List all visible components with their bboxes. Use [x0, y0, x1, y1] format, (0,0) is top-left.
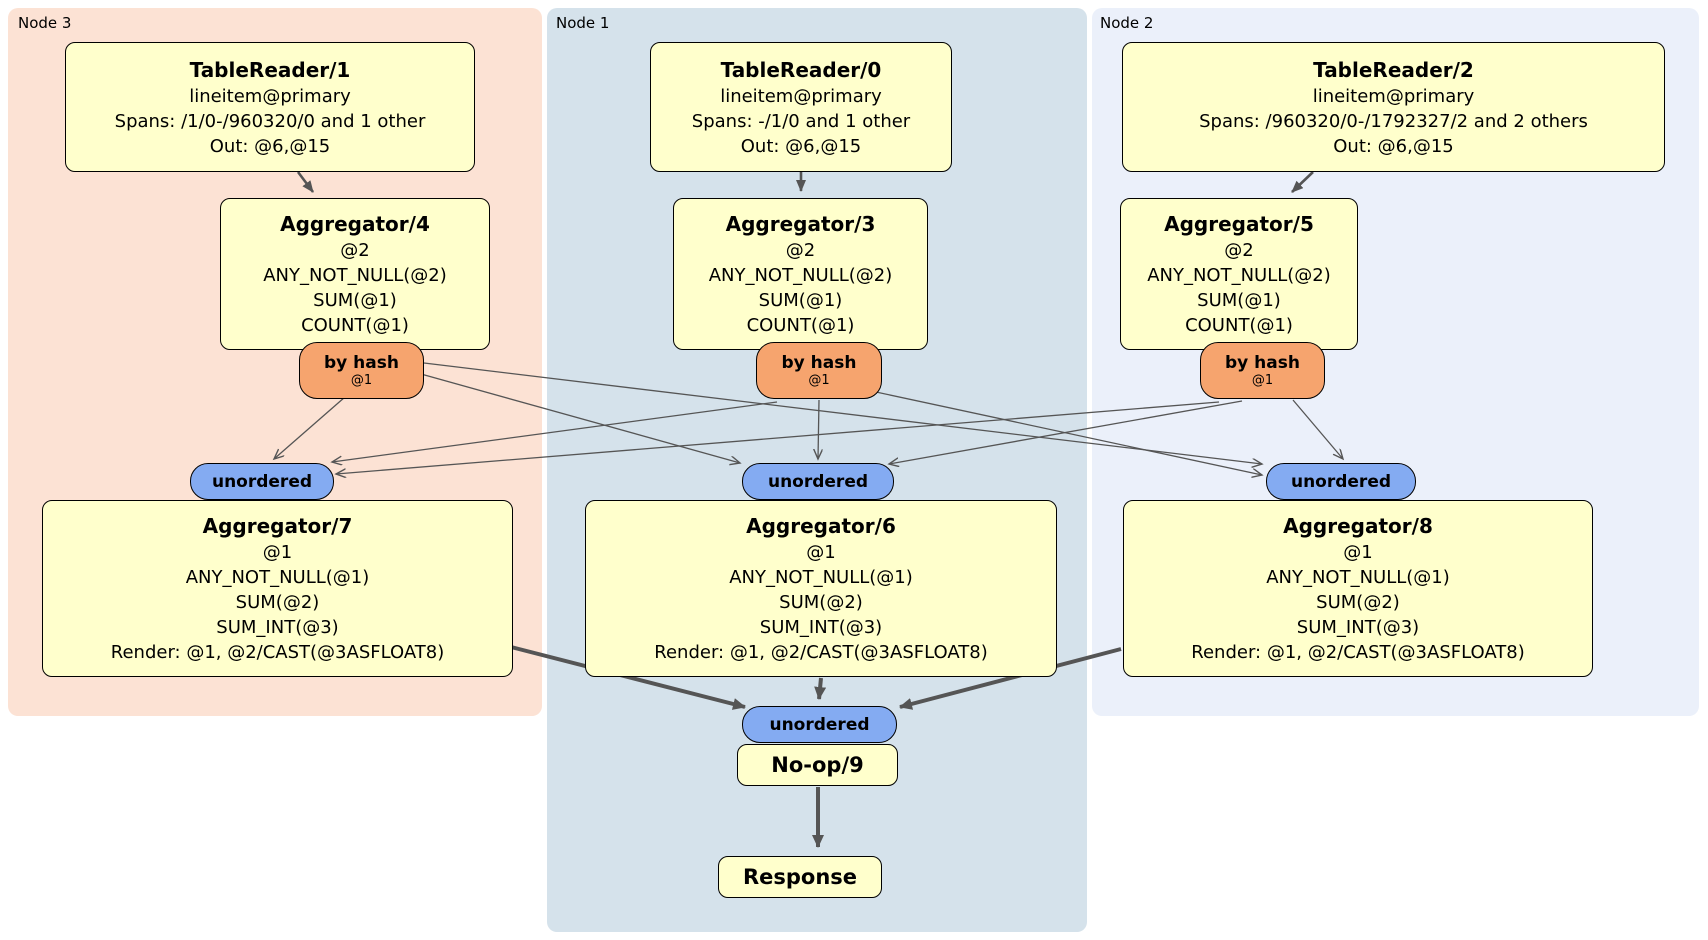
- noop-box: No-op/9: [737, 744, 898, 786]
- processor-index: lineitem@primary: [1312, 85, 1475, 107]
- router-label: by hash: [324, 352, 399, 373]
- agg-render: Render: @1, @2/CAST(@3ASFLOAT8): [654, 642, 988, 663]
- hash-router-node1: by hash @1: [756, 342, 882, 399]
- aggregator-6-box: Aggregator/6 @1 ANY_NOT_NULL(@1) SUM(@2)…: [585, 500, 1057, 677]
- table-reader-1-box: TableReader/1 lineitem@primary Spans: /1…: [65, 42, 475, 172]
- processor-title: Response: [742, 865, 858, 889]
- unordered-sync-final: unordered: [742, 706, 897, 743]
- agg-func: SUM(@2): [1316, 592, 1400, 613]
- processor-spans: Spans: /960320/0-/1792327/2 and 2 others: [1199, 110, 1588, 132]
- agg-func: ANY_NOT_NULL(@2): [263, 265, 447, 286]
- aggregator-8-box: Aggregator/8 @1 ANY_NOT_NULL(@1) SUM(@2)…: [1123, 500, 1593, 677]
- hash-router-node3: by hash @1: [299, 342, 424, 399]
- processor-title: TableReader/2: [1313, 57, 1474, 82]
- agg-func: SUM(@2): [235, 592, 320, 613]
- processor-out: Out: @6,@15: [740, 135, 862, 157]
- agg-group-col: @1: [1343, 542, 1373, 563]
- router-detail: @1: [808, 372, 830, 388]
- agg-func: ANY_NOT_NULL(@1): [729, 567, 913, 588]
- agg-func: SUM(@2): [779, 592, 863, 613]
- processor-title: Aggregator/8: [1283, 514, 1433, 538]
- aggregator-4-box: Aggregator/4 @2 ANY_NOT_NULL(@2) SUM(@1)…: [220, 198, 490, 350]
- agg-func: SUM(@1): [313, 290, 397, 311]
- sync-label: unordered: [769, 714, 870, 735]
- node3-region-label: Node 3: [18, 14, 72, 32]
- processor-title: Aggregator/5: [1164, 212, 1314, 236]
- agg-group-col: @2: [785, 240, 816, 261]
- router-detail: @1: [1251, 372, 1274, 388]
- processor-spans: Spans: -/1/0 and 1 other: [691, 110, 911, 132]
- processor-title: No-op/9: [771, 753, 864, 777]
- unordered-sync-node1: unordered: [742, 463, 894, 500]
- table-reader-0-box: TableReader/0 lineitem@primary Spans: -/…: [650, 42, 952, 172]
- table-reader-2-box: TableReader/2 lineitem@primary Spans: /9…: [1122, 42, 1665, 172]
- sync-label: unordered: [767, 471, 869, 492]
- processor-title: TableReader/1: [189, 57, 351, 82]
- agg-func: SUM(@1): [1197, 290, 1281, 311]
- agg-func: ANY_NOT_NULL(@2): [1147, 265, 1331, 286]
- agg-group-col: @1: [262, 542, 293, 563]
- unordered-sync-node2: unordered: [1266, 463, 1416, 500]
- processor-index: lineitem@primary: [189, 85, 351, 107]
- processor-out: Out: @6,@15: [209, 135, 331, 157]
- agg-func: COUNT(@1): [1185, 315, 1293, 336]
- aggregator-7-box: Aggregator/7 @1 ANY_NOT_NULL(@1) SUM(@2)…: [42, 500, 513, 677]
- aggregator-5-box: Aggregator/5 @2 ANY_NOT_NULL(@2) SUM(@1)…: [1120, 198, 1358, 350]
- aggregator-3-box: Aggregator/3 @2 ANY_NOT_NULL(@2) SUM(@1)…: [673, 198, 928, 350]
- processor-title: Aggregator/4: [280, 212, 430, 236]
- processor-title: Aggregator/3: [725, 212, 876, 236]
- agg-func: SUM(@1): [758, 290, 843, 311]
- unordered-sync-node3: unordered: [190, 463, 334, 500]
- router-label: by hash: [781, 352, 857, 373]
- router-label: by hash: [1225, 352, 1300, 373]
- response-box: Response: [718, 856, 882, 898]
- processor-index: lineitem@primary: [720, 85, 882, 107]
- agg-func: ANY_NOT_NULL(@1): [1266, 567, 1450, 588]
- agg-func: SUM_INT(@3): [216, 617, 339, 638]
- agg-func: SUM_INT(@3): [759, 617, 883, 638]
- node1-region-label: Node 1: [556, 14, 610, 32]
- sync-label: unordered: [1290, 471, 1392, 492]
- processor-title: Aggregator/7: [202, 514, 353, 538]
- hash-router-node2: by hash @1: [1200, 342, 1325, 399]
- processor-title: Aggregator/6: [746, 514, 896, 538]
- agg-func: ANY_NOT_NULL(@2): [708, 265, 893, 286]
- agg-render: Render: @1, @2/CAST(@3ASFLOAT8): [1191, 642, 1525, 663]
- processor-out: Out: @6,@15: [1333, 135, 1454, 157]
- processor-title: TableReader/0: [720, 57, 882, 82]
- agg-func: COUNT(@1): [301, 315, 409, 336]
- agg-render: Render: @1, @2/CAST(@3ASFLOAT8): [110, 642, 445, 663]
- agg-func: COUNT(@1): [746, 315, 855, 336]
- sync-label: unordered: [211, 471, 313, 492]
- agg-func: SUM_INT(@3): [1296, 617, 1420, 638]
- router-detail: @1: [350, 372, 373, 388]
- agg-group-col: @2: [340, 240, 370, 261]
- agg-func: ANY_NOT_NULL(@1): [185, 567, 370, 588]
- processor-spans: Spans: /1/0-/960320/0 and 1 other: [114, 110, 426, 132]
- agg-group-col: @1: [806, 542, 836, 563]
- agg-group-col: @2: [1224, 240, 1254, 261]
- node2-region-label: Node 2: [1100, 14, 1154, 32]
